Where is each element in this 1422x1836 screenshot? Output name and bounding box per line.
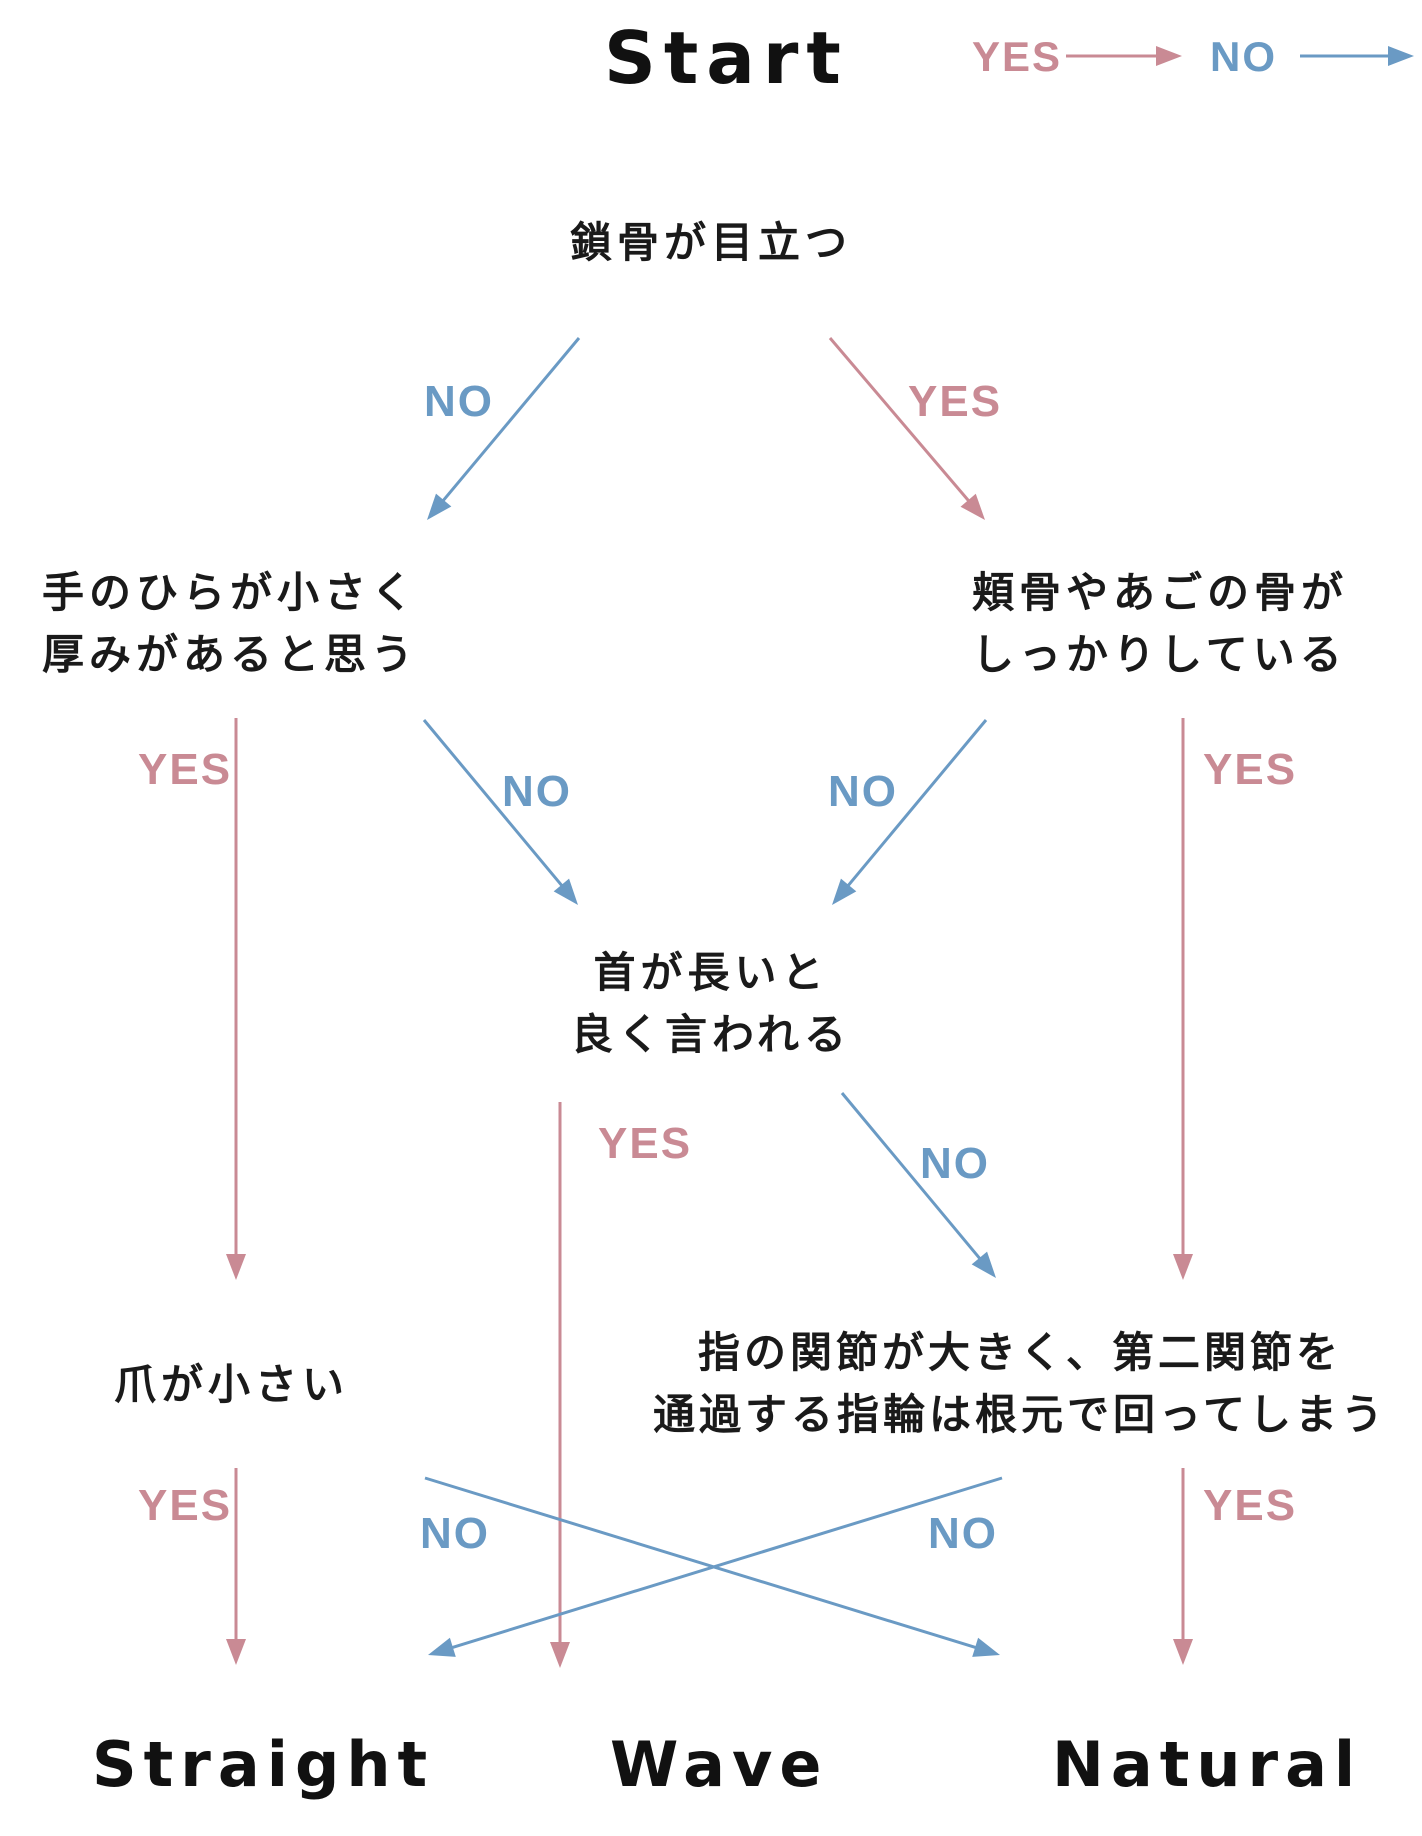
- arrow-q4-wave-arrowhead: [550, 1642, 570, 1668]
- arrow-q1-q2-arrowhead: [427, 493, 452, 520]
- arrow-q1-q3-line: [828, 337, 971, 503]
- question-q1-line: 鎖骨が目立つ: [569, 218, 852, 267]
- edge-label-q1-q2: NO: [424, 377, 494, 426]
- arrow-q2-q5: [226, 718, 246, 1280]
- arrow-q3-q4-line: [846, 719, 988, 888]
- arrow-q6-straight-arrowhead: [428, 1637, 456, 1657]
- arrow-q1-q2-line: [441, 337, 581, 503]
- arrow-q5-straight-arrowhead: [226, 1639, 246, 1665]
- legend-no-arrow-arrowhead: [1388, 46, 1414, 66]
- question-q6-line: 指の関節が大きく、第二関節を: [697, 1328, 1342, 1377]
- legend-yes-arrow: [1066, 46, 1182, 66]
- question-q4-line: 首が長いと: [593, 948, 829, 997]
- result-wave: Wave: [610, 1728, 829, 1801]
- edge-label-q2-q5: YES: [138, 745, 233, 794]
- arrow-q4-q6-line: [840, 1092, 982, 1261]
- edge-label-q2-q4: NO: [502, 767, 572, 816]
- question-q3-line: しっかりしている: [972, 630, 1347, 679]
- question-q5: 爪が小さい: [114, 1354, 349, 1416]
- arrow-q3-q4-arrowhead: [832, 878, 857, 905]
- arrow-q2-q4-arrowhead: [553, 878, 578, 905]
- arrow-q5-natural-arrowhead: [972, 1637, 1000, 1657]
- edge-label-q4-q6: NO: [920, 1139, 990, 1188]
- arrow-q6-straight: [428, 1476, 1003, 1657]
- result-natural: Natural: [1052, 1728, 1363, 1801]
- question-q6-line: 通過する指輪は根元で回ってしまう: [653, 1390, 1387, 1439]
- question-q5-line: 爪が小さい: [114, 1360, 350, 1409]
- edge-label-q5-straight: YES: [138, 1481, 233, 1530]
- arrow-q2-q5-arrowhead: [226, 1254, 246, 1280]
- arrow-q4-q6: [840, 1092, 996, 1278]
- edge-label-q5-natural: NO: [420, 1509, 490, 1558]
- question-q6: 指の関節が大きく、第二関節を通過する指輪は根元で回ってしまう: [640, 1322, 1400, 1446]
- arrow-q5-natural: [424, 1476, 1000, 1657]
- legend-yes-label: YES: [972, 33, 1063, 80]
- question-q2-line: 厚みがあると思う: [42, 630, 419, 679]
- arrow-q6-natural-arrowhead: [1173, 1639, 1193, 1665]
- arrow-q1-q3-arrowhead: [960, 493, 985, 520]
- arrow-q6-natural: [1173, 1468, 1193, 1665]
- page-title: Start: [604, 16, 849, 100]
- edge-label-q3-q6: YES: [1203, 745, 1298, 794]
- edge-label-q3-q4: NO: [828, 767, 898, 816]
- arrow-q2-q4-line: [422, 719, 564, 888]
- arrow-q6-straight-line: [450, 1476, 1003, 1650]
- edge-label-q4-wave: YES: [598, 1119, 693, 1168]
- arrow-q5-natural-line: [424, 1476, 978, 1650]
- question-q1: 鎖骨が目立つ: [531, 212, 891, 274]
- legend-yes-arrow-arrowhead: [1156, 46, 1182, 66]
- question-q2: 手のひらが小さく厚みがあると思う: [42, 562, 418, 686]
- arrow-q4-wave: [550, 1102, 570, 1668]
- arrow-q3-q6-arrowhead: [1173, 1254, 1193, 1280]
- legend-no-arrow: [1300, 46, 1414, 66]
- arrow-q2-q4: [422, 719, 578, 905]
- edge-label-q6-natural: YES: [1203, 1481, 1298, 1530]
- result-straight: Straight: [92, 1728, 435, 1801]
- arrow-q3-q6: [1173, 718, 1193, 1280]
- arrow-q1-q3: [828, 337, 985, 520]
- question-q3-line: 頬骨やあごの骨が: [972, 568, 1349, 617]
- edge-label-q1-q3: YES: [908, 377, 1003, 426]
- question-q4-line: 良く言われる: [571, 1010, 851, 1059]
- arrow-q4-q6-arrowhead: [971, 1251, 996, 1278]
- legend-no-label: NO: [1210, 33, 1277, 80]
- arrow-q1-q2: [427, 337, 581, 520]
- arrow-q3-q4: [832, 719, 988, 905]
- arrow-q5-straight: [226, 1468, 246, 1665]
- question-q2-line: 手のひらが小さく: [42, 568, 419, 617]
- question-q3: 頬骨やあごの骨がしっかりしている: [972, 562, 1348, 686]
- edge-label-q6-straight: NO: [928, 1509, 998, 1558]
- question-q4: 首が長いと良く言われる: [531, 942, 891, 1066]
